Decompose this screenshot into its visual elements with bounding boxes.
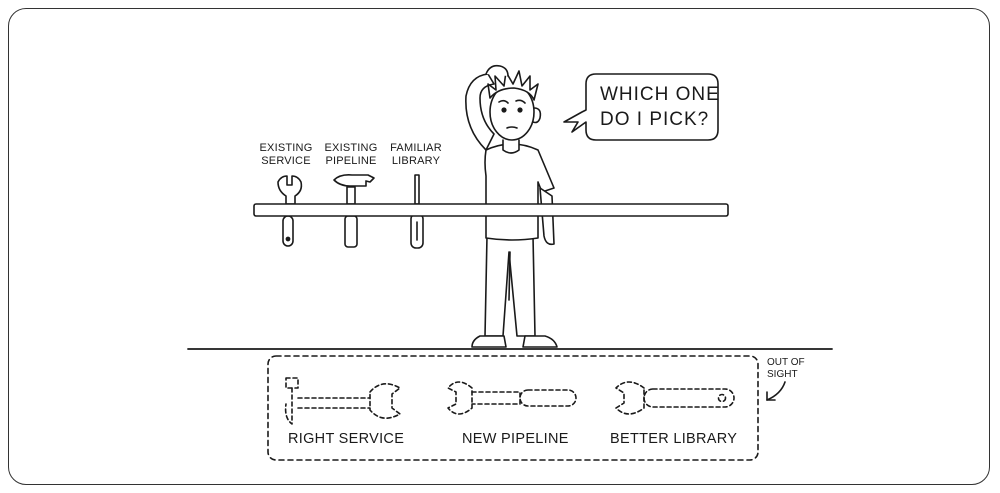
speech-bubble xyxy=(563,73,719,141)
tool-label-line1: FAMILIAR xyxy=(390,142,442,154)
hidden-label-better-library: BETTER LIBRARY xyxy=(610,431,738,447)
out-of-sight-line2: SIGHT xyxy=(767,369,798,380)
tool-label-line1: EXISTING xyxy=(259,142,313,154)
tool-label-line2: SERVICE xyxy=(261,155,311,167)
out-of-sight-area xyxy=(267,355,759,461)
tool-label-line1: EXISTING xyxy=(324,142,378,154)
speech-bubble-text: WHICH ONE DO I PICK? xyxy=(600,82,730,132)
arrow-icon xyxy=(766,381,786,401)
tool-label-existing-service: EXISTING SERVICE xyxy=(246,142,326,168)
hammer-wrench-outline-icon xyxy=(284,377,401,425)
wrench-outline-icon-2 xyxy=(615,381,735,415)
speech-line2: DO I PICK? xyxy=(600,109,710,130)
tool-label-existing-pipeline: EXISTING PIPELINE xyxy=(311,142,391,168)
wrench-outline-icon xyxy=(447,381,577,415)
out-of-sight-label: OUT OF SIGHT xyxy=(767,357,827,381)
hidden-label-new-pipeline: NEW PIPELINE xyxy=(462,431,569,447)
speech-line1: WHICH ONE xyxy=(600,84,720,105)
tool-label-line2: LIBRARY xyxy=(391,155,441,167)
hidden-label-right-service: RIGHT SERVICE xyxy=(288,431,405,447)
tool-label-familiar-library: FAMILIAR LIBRARY xyxy=(376,142,456,168)
shelf xyxy=(253,203,729,217)
tool-label-line2: PIPELINE xyxy=(325,155,377,167)
out-of-sight-line1: OUT OF xyxy=(767,357,805,368)
